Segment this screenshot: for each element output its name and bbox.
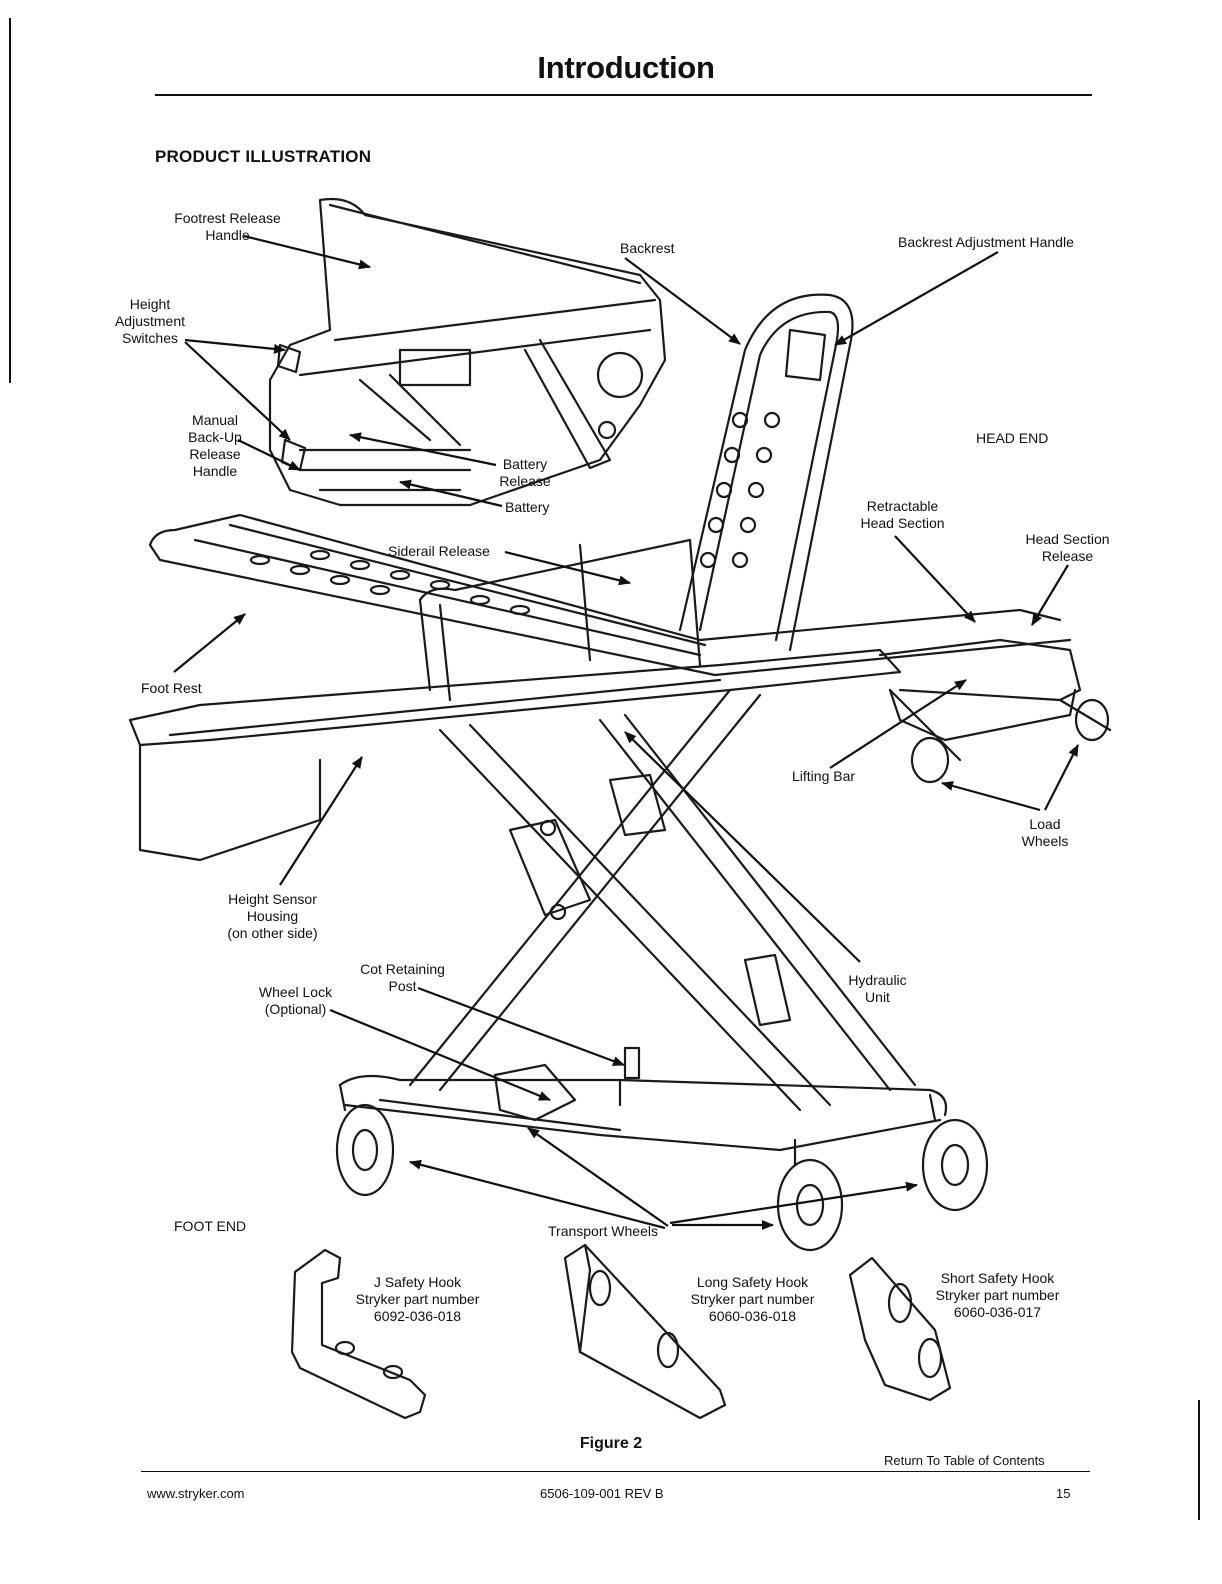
litter-frame-drawing <box>128 513 1112 862</box>
scan-edge-line <box>9 18 11 383</box>
label-retractable-head-section: Retractable Head Section <box>860 498 945 531</box>
footer-rule <box>141 1471 1090 1472</box>
label-wheel-lock: Wheel Lock (Optional) <box>258 984 333 1017</box>
footer-website: www.stryker.com <box>147 1486 245 1501</box>
label-foot-end: FOOT END <box>174 1218 247 1234</box>
section-heading: PRODUCT ILLUSTRATION <box>155 147 372 166</box>
label-siderail-release: Siderail Release <box>388 543 490 559</box>
j-safety-hook-drawing <box>290 1248 427 1420</box>
label-lifting-bar: Lifting Bar <box>792 768 856 784</box>
long-safety-hook-drawing <box>563 1243 727 1420</box>
short-safety-hook-drawing <box>848 1256 952 1402</box>
label-transport-wheels: Transport Wheels <box>548 1223 658 1239</box>
base-drawing <box>338 1046 948 1152</box>
label-head-end: HEAD END <box>976 430 1049 446</box>
label-height-sensor-housing: Height Sensor Housing (on other side) <box>227 891 318 941</box>
label-load-wheels: Load Wheels <box>1021 816 1069 849</box>
label-foot-rest: Foot Rest <box>141 680 202 696</box>
header-rule <box>155 94 1092 96</box>
label-hydraulic-unit: Hydraulic Unit <box>848 972 907 1005</box>
label-backrest: Backrest <box>620 240 675 256</box>
page-title: Introduction <box>537 50 715 85</box>
short-safety-hook-caption: Short Safety Hook Stryker part number 60… <box>935 1270 1060 1320</box>
backrest-drawing <box>678 293 854 652</box>
j-safety-hook-caption: J Safety Hook Stryker part number 6092-0… <box>355 1274 480 1324</box>
label-head-section-release: Head Section Release <box>1025 531 1110 564</box>
x-frame-drawing <box>408 688 917 1112</box>
label-manual-backup-release-handle: Manual Back-Up Release Handle <box>188 412 242 479</box>
label-cot-retaining-post: Cot Retaining Post <box>360 961 445 994</box>
long-safety-hook-caption: Long Safety Hook Stryker part number 606… <box>690 1274 815 1324</box>
return-to-toc-link[interactable]: Return To Table of Contents <box>884 1453 1045 1468</box>
label-footrest-release-handle: Footrest Release Handle <box>174 210 281 243</box>
label-backrest-adjustment-handle: Backrest Adjustment Handle <box>898 234 1074 250</box>
footer-page-number: 15 <box>1056 1486 1071 1501</box>
footer-doc-number: 6506-109-001 REV B <box>540 1486 664 1501</box>
figure-caption: Figure 2 <box>579 1435 643 1452</box>
scan-edge-line <box>1198 1400 1200 1520</box>
label-height-adjustment-switches: Height Adjustment Switches <box>114 296 186 346</box>
transport-wheels-drawing <box>335 1083 989 1252</box>
leader-lines <box>173 234 1079 1230</box>
inset-mechanism-drawing <box>268 197 667 507</box>
label-battery: Battery <box>505 499 550 515</box>
label-battery-release: Battery Release <box>499 456 551 489</box>
